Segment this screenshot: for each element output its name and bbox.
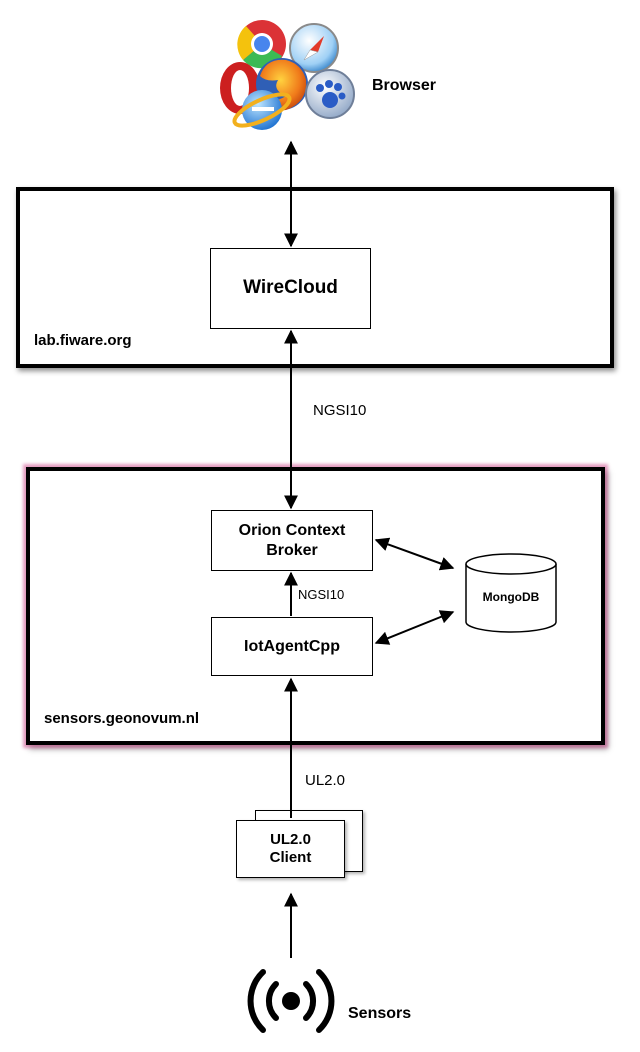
iotagentcpp-node: IotAgentCpp	[211, 617, 373, 676]
wirecloud-label: WireCloud	[243, 277, 338, 299]
orion-label-line2: Broker	[266, 541, 318, 559]
orion-context-broker-node: Orion Context Broker	[211, 510, 373, 571]
internet-explorer-icon	[232, 90, 292, 130]
ul20-client-node: UL2.0 Client	[236, 820, 345, 878]
ul20-client-line2: Client	[269, 849, 312, 866]
arrow-iotagent-mongodb	[374, 610, 455, 645]
iotagentcpp-label: IotAgentCpp	[244, 637, 340, 655]
ul20-client-line1: UL2.0	[270, 831, 311, 848]
browser-label: Browser	[372, 77, 437, 94]
orion-label-line1: Orion Context	[238, 522, 346, 540]
ngsi10-label-iotagent-orion: NGSI10	[298, 587, 345, 602]
lab-fiware-label: lab.fiware.org	[34, 332, 132, 349]
konqueror-icon	[305, 69, 355, 119]
browser-icons-cluster	[216, 10, 362, 136]
mongodb-label: MongoDB	[482, 590, 540, 604]
ngsi10-label-wirecloud-orion: NGSI10	[313, 402, 367, 419]
sensor-wireless-icon	[246, 966, 336, 1036]
ul20-edge-label: UL2.0	[305, 772, 346, 789]
sensors-label: Sensors	[348, 1005, 412, 1022]
arrow-orion-mongodb	[374, 537, 455, 571]
mongodb-database: MongoDB	[464, 552, 558, 634]
sensors-geonovum-label: sensors.geonovum.nl	[44, 710, 200, 727]
safari-icon	[289, 23, 339, 73]
wirecloud-node: WireCloud	[210, 248, 371, 329]
